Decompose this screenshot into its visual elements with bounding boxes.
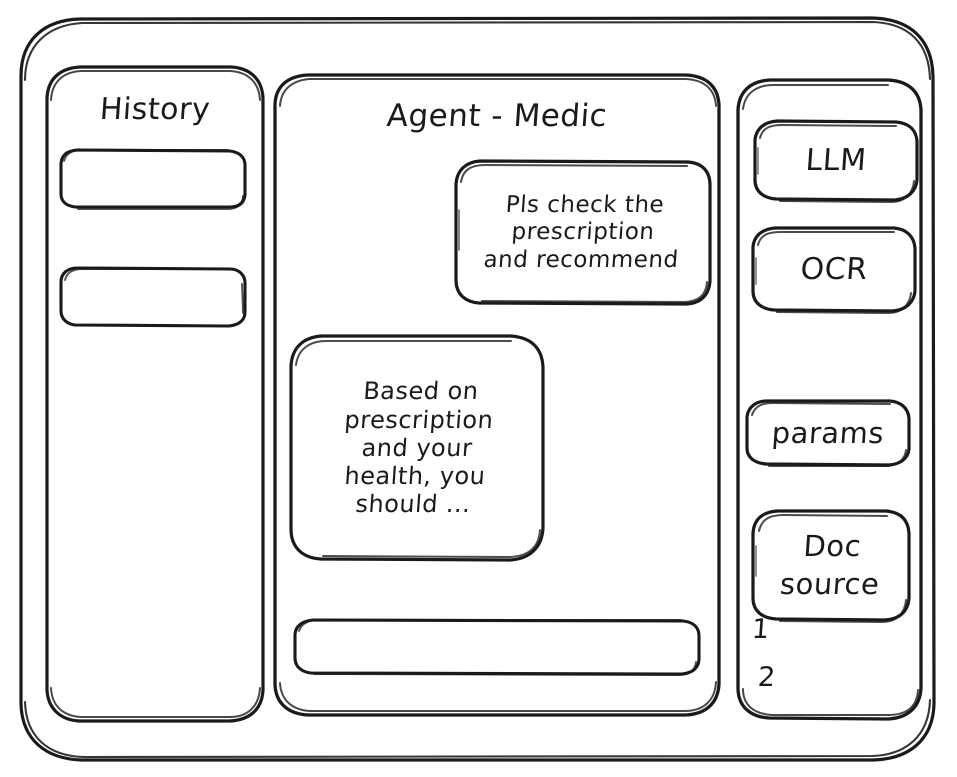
- agent-message-text: Based on prescription and your health, y…: [343, 377, 495, 519]
- history-list-item-1[interactable]: [58, 148, 248, 210]
- tool-button-params-label: params: [770, 415, 886, 450]
- history-title: History: [98, 92, 212, 127]
- message-input[interactable]: [292, 618, 702, 676]
- user-message-bubble: Pls check the prescription and recommend: [452, 158, 714, 308]
- tool-button-ocr-label: OCR: [799, 252, 869, 288]
- tool-button-params[interactable]: params: [744, 398, 912, 468]
- message-input-value: [290, 618, 704, 676]
- history-item-1-label: [56, 148, 250, 210]
- main-panel-title: Agent - Medic: [385, 98, 609, 134]
- user-message-text: Pls check the prescription and recommend: [482, 192, 680, 273]
- tool-button-doc-source[interactable]: Doc source: [750, 506, 912, 626]
- tool-button-llm[interactable]: LLM: [752, 118, 920, 204]
- doc-source-item-2[interactable]: 2: [756, 662, 777, 693]
- agent-message-bubble: Based on prescription and your health, y…: [288, 332, 546, 564]
- doc-source-item-1[interactable]: 1: [750, 614, 771, 645]
- tool-button-llm-label: LLM: [804, 143, 868, 179]
- history-item-2-label: [56, 266, 250, 328]
- history-list-item-2[interactable]: [58, 266, 248, 328]
- tool-button-doc-source-label: Doc source: [778, 529, 881, 601]
- tool-button-ocr[interactable]: OCR: [750, 224, 918, 316]
